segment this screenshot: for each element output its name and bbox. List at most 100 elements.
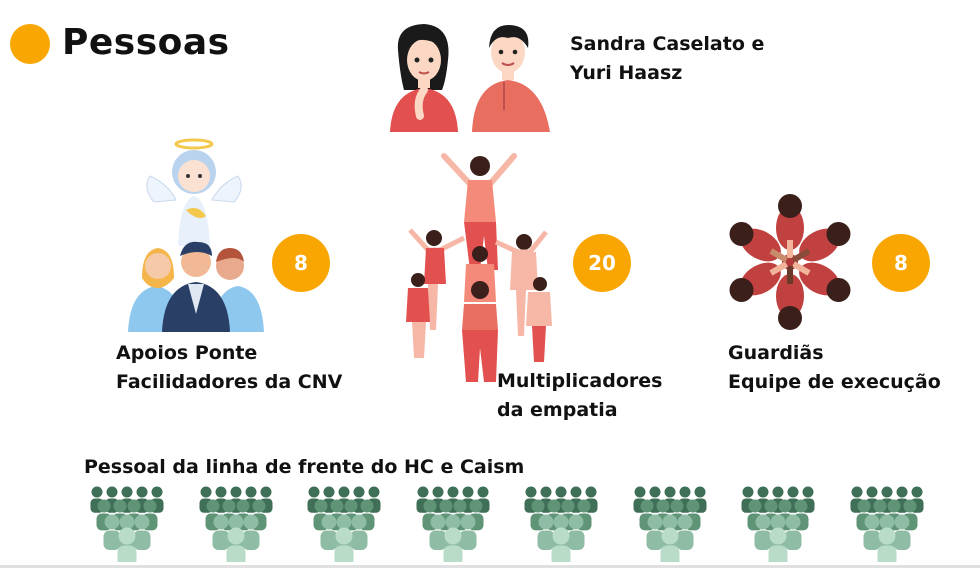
person-head-icon [894,514,910,530]
person-head-icon [445,514,461,530]
crowd-group-icon [307,486,381,562]
person-head-icon [770,514,786,530]
person-head-icon [911,486,923,498]
angel-icon [146,138,242,246]
person-head-icon [670,499,684,513]
leaders-label-line2: Yuri Haasz [570,62,683,84]
person-head-icon [757,486,769,498]
person-body-icon [103,530,121,550]
person-body-icon [893,530,911,550]
person-head-icon [561,499,575,513]
person-head-icon [222,499,236,513]
person-head-icon [538,514,554,530]
team-people-icon [128,241,264,332]
person-head-icon [896,486,908,498]
leaders-illustration [390,24,550,132]
leaders-label-line1: Sandra Caselato e [570,33,765,55]
person-head-icon [570,486,582,498]
crowd-group-icon [633,486,707,562]
person-head-icon [742,486,754,498]
person-head-icon [866,486,878,498]
person-body-icon [877,545,897,562]
person-head-icon [245,486,257,498]
person-body-icon [459,530,477,550]
person-head-icon [330,499,344,513]
person-head-icon [104,514,120,530]
person-head-icon [677,514,693,530]
person-head-icon [755,514,771,530]
person-body-icon [537,530,555,550]
person-head-icon [686,499,700,513]
crowd-group-icon [850,486,924,562]
person-body-icon [567,530,585,550]
person-head-icon [469,499,483,513]
person-body-icon [133,530,151,550]
person-head-icon [213,514,229,530]
support-count-badge: 8 [272,234,330,292]
person-head-icon [353,486,365,498]
person-head-icon [423,499,437,513]
frontline-crowd-row [82,484,932,562]
person-head-icon [531,499,545,513]
person-head-icon [430,514,446,530]
person-head-icon [335,527,353,545]
person-head-icon [577,499,591,513]
person-body-icon [334,545,354,562]
person-body-icon [551,545,571,562]
person-head-icon [748,499,762,513]
person-head-icon [127,499,141,513]
person-body-icon [646,530,664,550]
person-head-icon [525,486,537,498]
person-head-icon [460,514,476,530]
person-head-icon [552,527,570,545]
crowd-group-icon [199,486,273,562]
person-head-icon [106,486,118,498]
person-head-icon [136,486,148,498]
person-head-icon [553,514,569,530]
person-head-icon [585,486,597,498]
person-head-icon [903,499,917,513]
empathy-label-line1: Multiplicadores [497,370,663,392]
person-head-icon [662,514,678,530]
human-pyramid-icon [406,153,552,382]
person-head-icon [679,486,691,498]
person-head-icon [260,486,272,498]
empathy-pyramid-illustration [406,153,552,382]
person-body-icon [676,530,694,550]
person-head-icon [864,514,880,530]
page-title: Pessoas [62,22,230,63]
person-head-icon [200,486,212,498]
person-head-icon [227,527,245,545]
person-head-icon [547,499,561,513]
person-head-icon [344,499,358,513]
person-head-icon [91,486,103,498]
person-head-icon [118,527,136,545]
person-head-icon [151,486,163,498]
person-head-icon [787,486,799,498]
person-head-icon [336,514,352,530]
person-body-icon [117,545,137,562]
person-head-icon [206,499,220,513]
person-head-icon [568,514,584,530]
person-head-icon [649,486,661,498]
person-head-icon [323,486,335,498]
title-bullet-dot [10,24,50,64]
person-body-icon [320,530,338,550]
person-body-icon [768,545,788,562]
man-figure-icon [472,24,550,132]
person-head-icon [772,486,784,498]
person-head-icon [314,499,328,513]
person-head-icon [656,499,670,513]
person-head-icon [321,514,337,530]
person-head-icon [785,514,801,530]
person-head-icon [308,486,320,498]
person-head-icon [640,499,654,513]
person-head-icon [857,499,871,513]
person-head-icon [555,486,567,498]
person-head-icon [417,486,429,498]
person-body-icon [784,530,802,550]
person-head-icon [873,499,887,513]
crowd-group-icon [524,486,598,562]
frontline-label: Pessoal da linha de frente do HC e Caism [84,456,525,478]
person-body-icon [754,530,772,550]
